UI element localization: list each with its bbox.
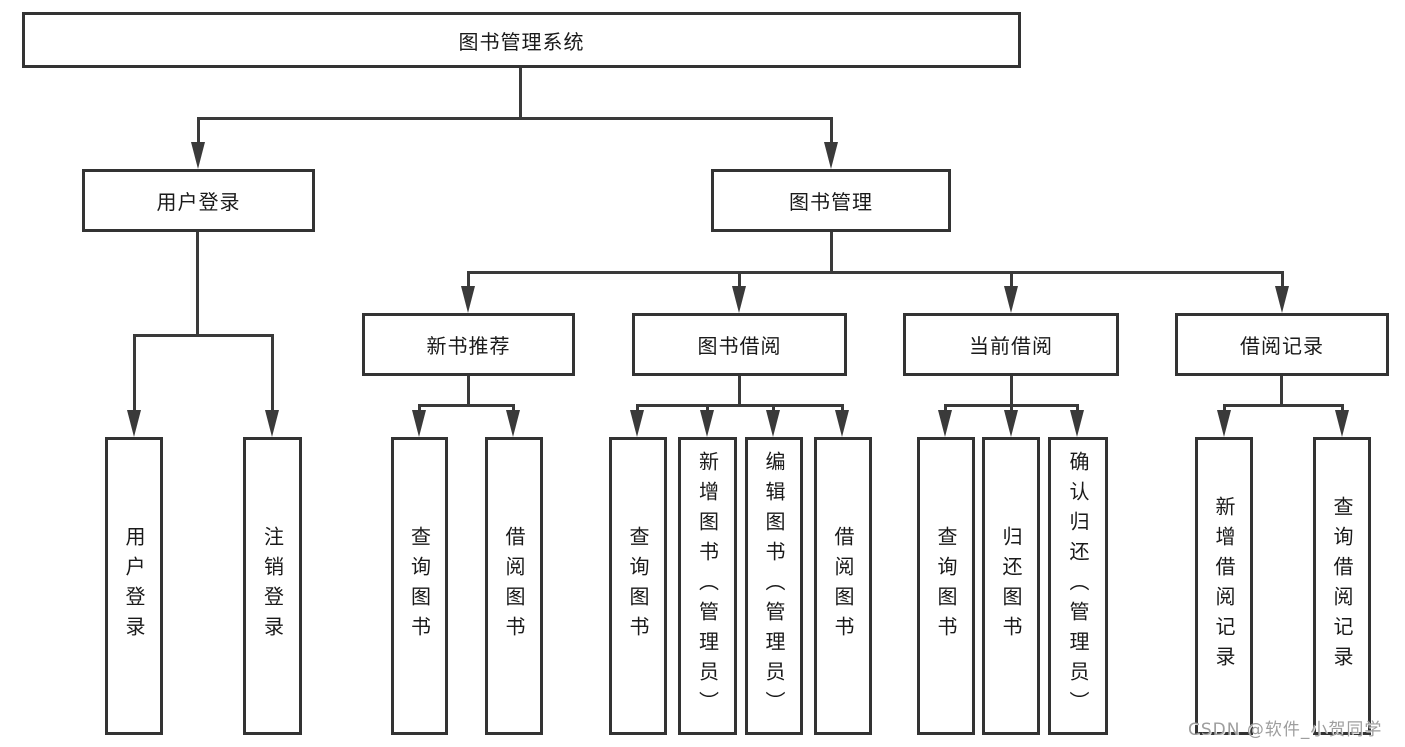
connector-line [196, 232, 199, 337]
arrow-down-icon [766, 410, 780, 437]
connector-line [197, 117, 833, 120]
node-user-login: 用户登录 [82, 169, 315, 232]
node-borrowing-records: 借阅记录 [1175, 313, 1389, 376]
connector-line [467, 376, 470, 407]
arrow-down-icon [1004, 286, 1018, 313]
node-library-management-system: 图书管理系统 [22, 12, 1021, 68]
leaf-borrow-books-recommend: 借阅图书 [485, 437, 543, 735]
arrow-down-icon [1070, 410, 1084, 437]
leaf-edit-books-admin: 编辑图书（管理员） [745, 437, 803, 735]
connector-line [418, 404, 515, 407]
arrow-down-icon [700, 410, 714, 437]
connector-line [133, 334, 274, 337]
connector-line [1076, 404, 1079, 413]
leaf-logout-login: 注销登录 [243, 437, 302, 735]
leaf-query-books-current: 查询图书 [917, 437, 975, 735]
connector-line [1010, 404, 1013, 413]
connector-line [467, 271, 470, 289]
arrow-down-icon [732, 286, 746, 313]
connector-line [944, 404, 947, 413]
connector-line [738, 376, 741, 407]
node-book-borrowing: 图书借阅 [632, 313, 847, 376]
leaf-query-borrow-record: 查询借阅记录 [1313, 437, 1371, 735]
connector-line [1341, 404, 1344, 413]
arrow-down-icon [127, 410, 141, 437]
arrow-down-icon [824, 142, 838, 169]
connector-line [1280, 376, 1283, 407]
connector-line [519, 68, 522, 119]
connector-line [1281, 271, 1284, 289]
arrow-down-icon [835, 410, 849, 437]
arrow-down-icon [506, 410, 520, 437]
leaf-query-books-recommend: 查询图书 [391, 437, 448, 735]
connector-line [636, 404, 844, 407]
arrow-down-icon [938, 410, 952, 437]
leaf-user-login: 用户登录 [105, 437, 163, 735]
leaf-add-books-admin: 新增图书（管理员） [678, 437, 737, 735]
connector-line [738, 271, 741, 289]
connector-line [512, 404, 515, 413]
connector-line [271, 334, 274, 412]
arrow-down-icon [1217, 410, 1231, 437]
arrow-down-icon [630, 410, 644, 437]
leaf-return-books: 归还图书 [982, 437, 1040, 735]
connector-line [841, 404, 844, 413]
connector-line [197, 117, 200, 145]
arrow-down-icon [1335, 410, 1349, 437]
connector-line [706, 404, 709, 413]
arrow-down-icon [1004, 410, 1018, 437]
connector-line [1010, 271, 1013, 289]
connector-line [1010, 376, 1013, 407]
arrow-down-icon [265, 410, 279, 437]
connector-line [133, 334, 136, 412]
connector-line [467, 271, 1283, 274]
node-current-borrowing: 当前借阅 [903, 313, 1119, 376]
node-new-book-recommendation: 新书推荐 [362, 313, 575, 376]
arrow-down-icon [191, 142, 205, 169]
node-book-management: 图书管理 [711, 169, 951, 232]
csdn-watermark: CSDN @软件_小贺同学 [1188, 720, 1383, 740]
arrow-down-icon [461, 286, 475, 313]
connector-line [830, 232, 833, 274]
leaf-borrow-books-borrowing: 借阅图书 [814, 437, 872, 735]
connector-line [1223, 404, 1344, 407]
leaf-query-books-borrowing: 查询图书 [609, 437, 667, 735]
leaf-add-borrow-record: 新增借阅记录 [1195, 437, 1253, 735]
leaf-confirm-return-admin: 确认归还（管理员） [1048, 437, 1108, 735]
connector-line [636, 404, 639, 413]
connector-line [418, 404, 421, 413]
arrow-down-icon [1275, 286, 1289, 313]
arrow-down-icon [412, 410, 426, 437]
connector-line [1223, 404, 1226, 413]
connector-line [772, 404, 775, 413]
connector-line [830, 117, 833, 145]
